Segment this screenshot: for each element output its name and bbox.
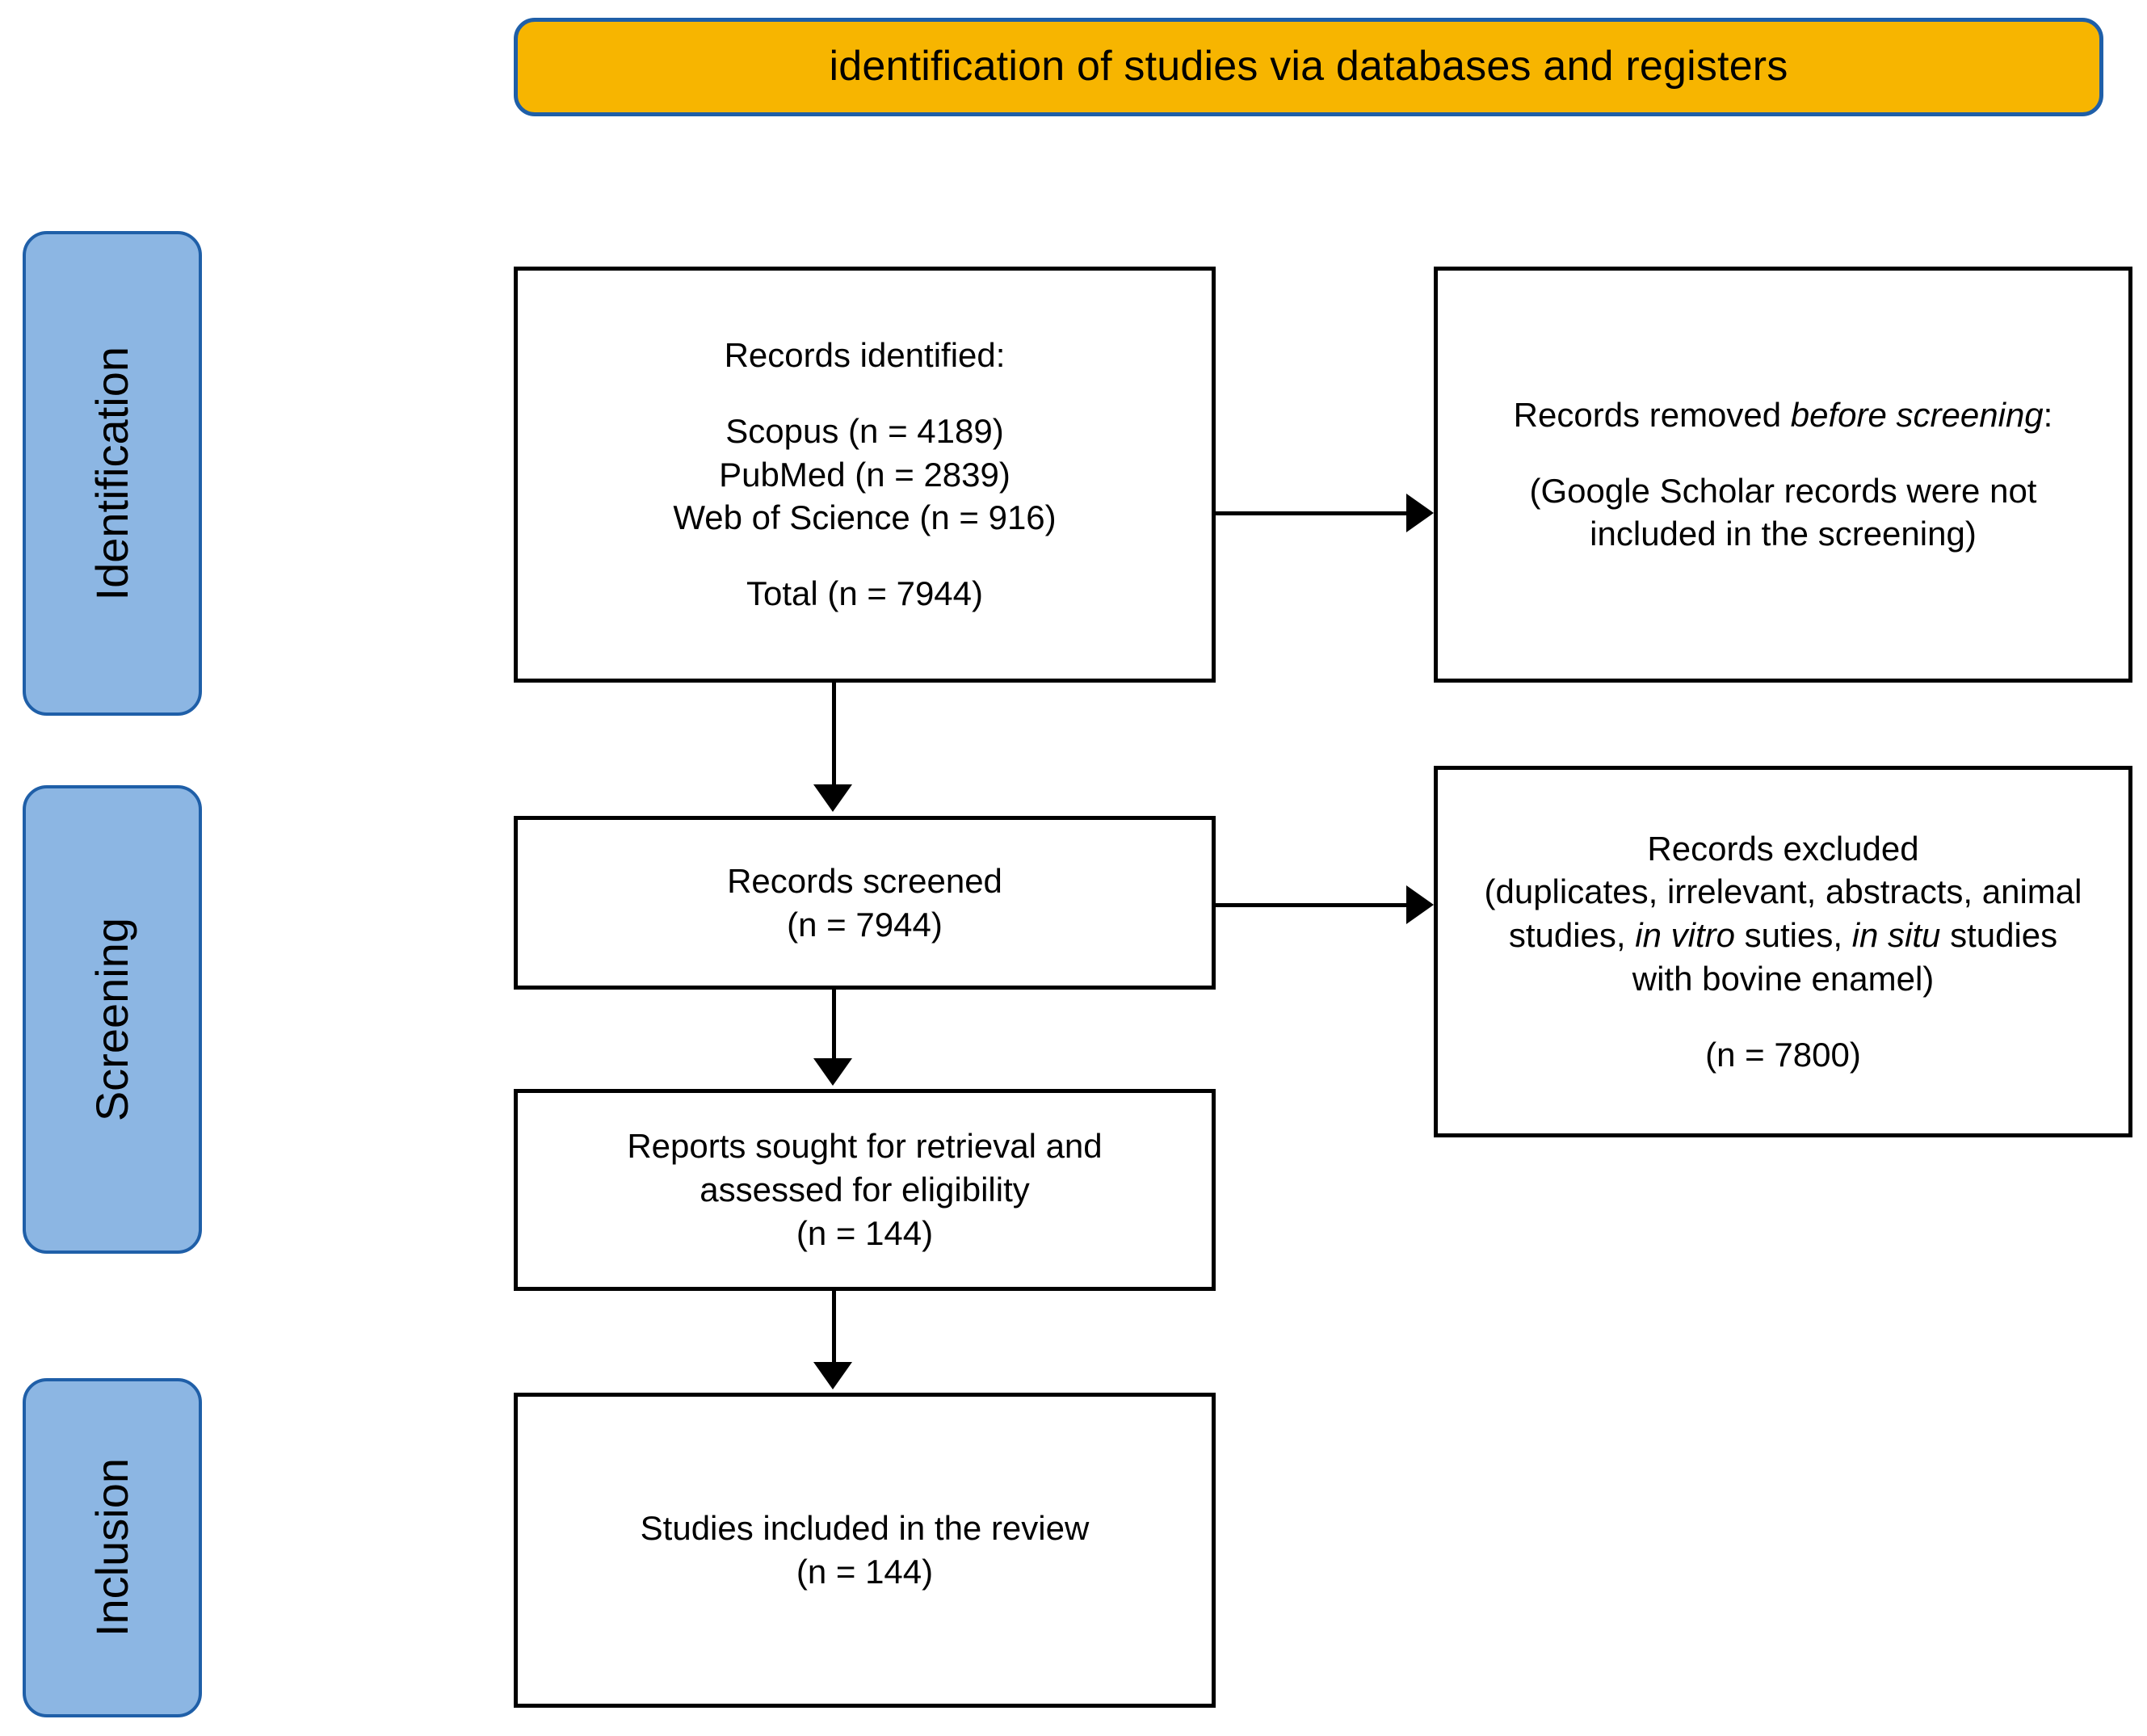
box-studies-included: Studies included in the review (n = 144) — [514, 1393, 1216, 1708]
connector-identified-to-removed-line — [1216, 511, 1408, 515]
records-excluded-count: (n = 7800) — [1705, 1035, 1861, 1074]
records-screened-count: (n = 7944) — [787, 905, 943, 944]
studies-included-label: Studies included in the review — [640, 1509, 1090, 1548]
records-identified-heading: Records identified: — [724, 336, 1006, 375]
box-reports-sought-text: Reports sought for retrieval and assesse… — [537, 1124, 1192, 1255]
records-excluded-reasons-line-1: (duplicates, irrelevant, abstracts, anim… — [1484, 872, 2082, 911]
studies-included-count: (n = 144) — [796, 1553, 934, 1591]
records-removed-heading-suffix: : — [2043, 395, 2053, 434]
box-records-removed: Records removed before screening: (Googl… — [1434, 267, 2132, 683]
records-removed-heading: Records removed before screening: — [1457, 393, 2109, 437]
spacer — [537, 540, 1192, 572]
records-excluded-reasons-line-3: with bovine enamel) — [1632, 959, 1935, 998]
reports-sought-count: (n = 144) — [796, 1213, 934, 1252]
box-records-excluded: Records excluded (duplicates, irrelevant… — [1434, 766, 2132, 1137]
records-screened-label: Records screened — [727, 861, 1002, 900]
stage-label-inclusion-text: Inclusion — [86, 1458, 137, 1637]
records-removed-heading-emphasis: before screening — [1790, 395, 2044, 434]
source-count-total: Total (n = 7944) — [746, 574, 983, 613]
connector-screened-to-sought-line — [832, 990, 836, 1060]
spacer — [1457, 1001, 2109, 1033]
box-records-removed-text: Records removed before screening: (Googl… — [1457, 393, 2109, 556]
spacer — [1457, 437, 2109, 469]
diagram-header-banner: identification of studies via databases … — [514, 18, 2103, 116]
reason-text-a: studies, — [1508, 916, 1636, 955]
stage-label-identification: Identification — [23, 231, 202, 716]
source-count-scopus: Scopus (n = 4189) — [725, 411, 1004, 450]
records-removed-note-line-2: included in the screening) — [1590, 515, 1977, 553]
spacer — [537, 377, 1192, 410]
box-records-excluded-text: Records excluded (duplicates, irrelevant… — [1457, 827, 2109, 1077]
connector-identified-to-screened-arrowhead-icon — [813, 784, 852, 812]
stage-label-inclusion: Inclusion — [23, 1378, 202, 1717]
connector-screened-to-excluded-arrowhead-icon — [1406, 885, 1434, 924]
records-excluded-reasons-line-2: studies, in vitro suties, in situ studie… — [1457, 914, 2109, 957]
stage-label-screening: Screening — [23, 785, 202, 1254]
diagram-title: identification of studies via databases … — [829, 43, 1788, 90]
reason-emphasis-in-situ: in situ — [1851, 916, 1941, 955]
connector-screened-to-sought-arrowhead-icon — [813, 1058, 852, 1086]
box-records-identified: Records identified: Scopus (n = 4189) Pu… — [514, 267, 1216, 683]
reason-text-b: suties, — [1734, 916, 1852, 955]
reports-sought-label-line-2: assessed for eligibility — [700, 1171, 1030, 1209]
connector-identified-to-removed-arrowhead-icon — [1406, 494, 1434, 532]
connector-sought-to-included-line — [832, 1291, 836, 1364]
reason-text-c: studies — [1940, 916, 2058, 955]
reason-emphasis-in-vitro: in vitro — [1635, 916, 1735, 955]
records-excluded-label: Records excluded — [1647, 829, 1919, 868]
box-records-identified-text: Records identified: Scopus (n = 4189) Pu… — [537, 334, 1192, 616]
records-removed-heading-prefix: Records removed — [1513, 395, 1791, 434]
reports-sought-label-line-1: Reports sought for retrieval and — [627, 1127, 1103, 1166]
stage-label-screening-text: Screening — [86, 917, 137, 1122]
connector-screened-to-excluded-line — [1216, 903, 1408, 907]
connector-sought-to-included-arrowhead-icon — [813, 1362, 852, 1389]
source-count-pubmed: PubMed (n = 2839) — [719, 455, 1010, 494]
box-reports-sought: Reports sought for retrieval and assesse… — [514, 1089, 1216, 1291]
box-records-screened: Records screened (n = 7944) — [514, 816, 1216, 990]
records-removed-note-line-1: (Google Scholar records were not — [1529, 471, 2037, 510]
box-studies-included-text: Studies included in the review (n = 144) — [537, 1507, 1192, 1594]
source-count-web-of-science: Web of Science (n = 916) — [673, 498, 1057, 537]
stage-label-identification-text: Identification — [86, 346, 137, 601]
connector-identified-to-screened-line — [832, 683, 836, 786]
box-records-screened-text: Records screened (n = 7944) — [537, 860, 1192, 947]
